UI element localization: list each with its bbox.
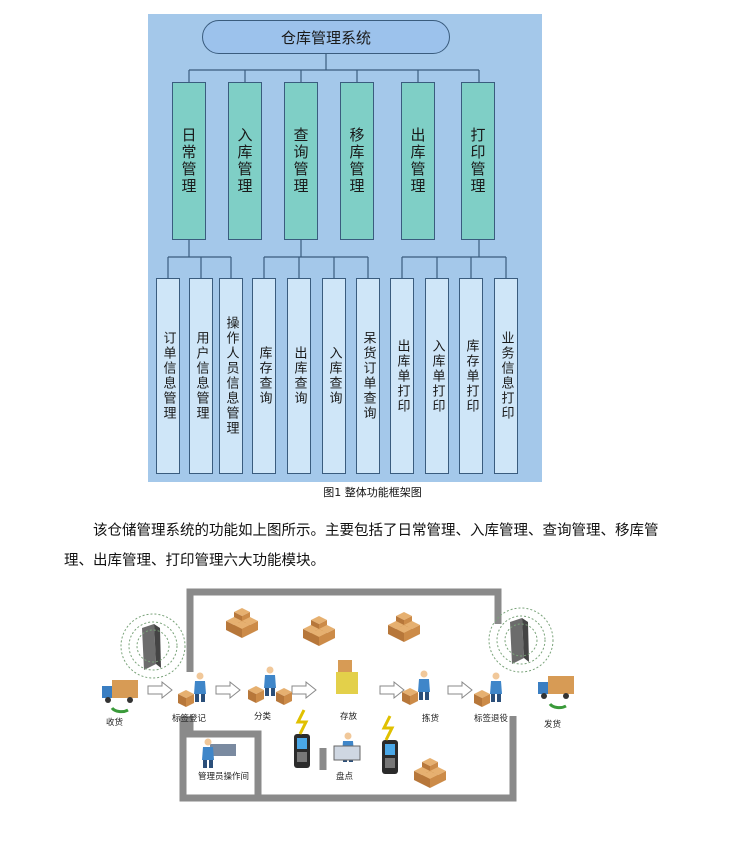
step-tag-retire: 标签退役: [474, 714, 509, 724]
step-tag-register: 标签登记: [172, 714, 207, 724]
step-pick: 拣货: [422, 714, 440, 724]
step-ship: 发货: [544, 720, 562, 730]
figure-caption: 图1 整体功能框架图: [323, 486, 422, 499]
module-daily: 日常管理: [172, 82, 206, 240]
leaf-operator-info: 操作人员信息管理: [219, 278, 243, 474]
module-query: 查询管理: [284, 82, 318, 240]
connector-lines: [167, 54, 507, 278]
leaf-inbound-print: 入库单打印: [425, 278, 449, 474]
step-receive: 收货: [106, 718, 124, 728]
leaf-outbound-query: 出库查询: [287, 278, 311, 474]
function-framework-diagram: 仓库管理系统 日常管理 入库管理 查询管理 移库管理 出库管理 打印管理 订单信…: [148, 14, 542, 482]
step-inventory-check: 盘点: [336, 772, 354, 782]
leaf-stock-query: 库存查询: [252, 278, 276, 474]
leaf-order-info: 订单信息管理: [156, 278, 180, 474]
step-admin-office: 管理员操作间: [198, 772, 250, 782]
leaf-stock-print: 库存单打印: [459, 278, 483, 474]
leaf-outbound-print: 出库单打印: [390, 278, 414, 474]
step-store: 存放: [340, 712, 358, 722]
flow-graphic: [102, 588, 574, 802]
leaf-inbound-query: 入库查询: [322, 278, 346, 474]
leaf-idle-order-query: 呆货订单查询: [356, 278, 380, 474]
warehouse-flow-illustration: 收货 标签登记 分类 存放 拣货 标签退役 发货 盘点 管理员操作间: [98, 588, 588, 820]
root-node: 仓库管理系统: [202, 20, 450, 54]
module-outbound: 出库管理: [401, 82, 435, 240]
leaf-business-print: 业务信息打印: [494, 278, 518, 474]
step-classify: 分类: [254, 712, 272, 722]
module-transfer: 移库管理: [340, 82, 374, 240]
body-paragraph: 该仓储管理系统的功能如上图所示。主要包括了日常管理、入库管理、查询管理、移库管理…: [64, 516, 684, 576]
paragraph-text: 该仓储管理系统的功能如上图所示。主要包括了日常管理、入库管理、查询管理、移库管理…: [64, 523, 659, 569]
module-inbound: 入库管理: [228, 82, 262, 240]
module-print: 打印管理: [461, 82, 495, 240]
leaf-user-info: 用户信息管理: [189, 278, 213, 474]
